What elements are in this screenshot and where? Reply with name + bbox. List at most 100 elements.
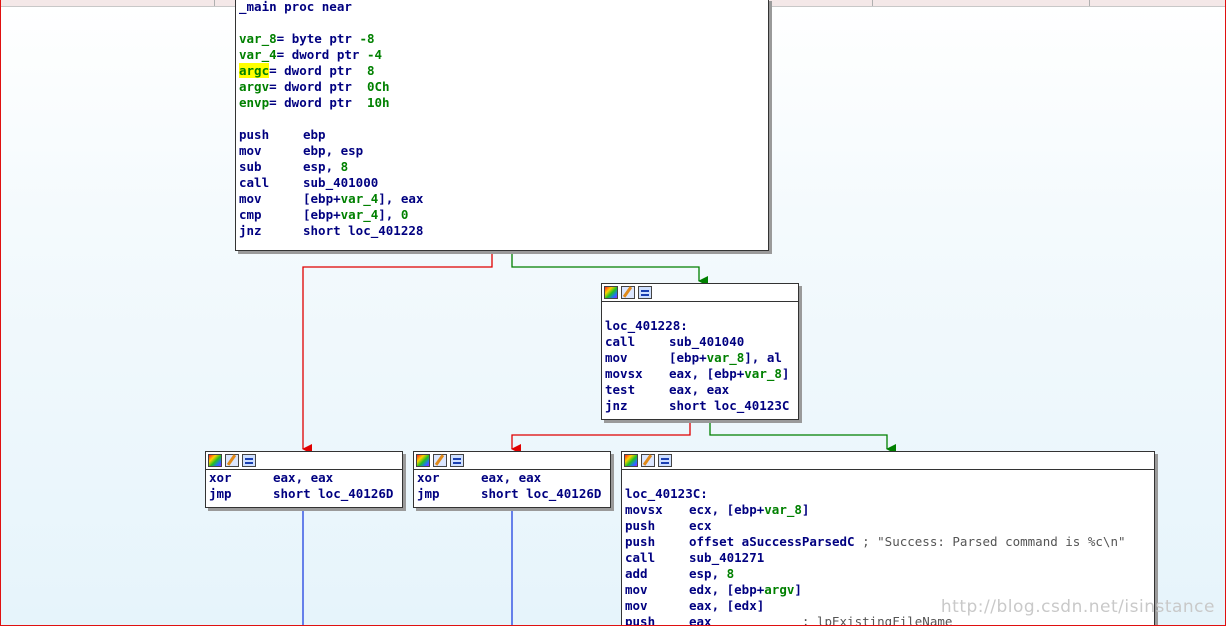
rename-icon[interactable] — [641, 454, 655, 467]
blank-line — [239, 15, 765, 31]
stack-var-offset: 10h — [366, 95, 390, 110]
code-line[interactable]: mov[ebp+var_4], eax — [239, 191, 765, 207]
instruction-operand: sub_401040 — [669, 334, 745, 349]
code-line[interactable]: loc_401228: — [605, 318, 795, 334]
stack-var-name[interactable]: argv — [239, 79, 270, 94]
code-label[interactable]: loc_401228: — [605, 318, 688, 333]
instruction-mnemonic: xor — [209, 470, 232, 485]
code-line[interactable]: argv= dword ptr 0Ch — [239, 79, 765, 95]
stack-var-name[interactable]: var_4 — [239, 47, 277, 62]
instruction-operand[interactable]: argv — [764, 582, 795, 597]
instruction-operand: 8 — [726, 566, 735, 581]
edge-main-to-fail — [302, 251, 493, 454]
stack-var-offset: 0Ch — [366, 79, 390, 94]
instruction-operand: offset aSuccessParsedC — [689, 534, 863, 549]
color-palette-icon[interactable] — [624, 454, 638, 467]
code-label[interactable]: _main proc near — [239, 0, 352, 14]
instruction-operand[interactable]: var_8 — [706, 350, 745, 365]
code-line[interactable]: loc_40123C: — [625, 486, 1151, 502]
group-nodes-icon[interactable] — [450, 454, 464, 467]
stack-var-name[interactable]: envp — [239, 95, 270, 110]
instruction-operand: esp, — [303, 159, 341, 174]
color-palette-icon[interactable] — [208, 454, 222, 467]
instruction-operand: ecx — [689, 518, 712, 533]
instruction-operand: sub_401000 — [303, 175, 379, 190]
code-line[interactable]: cmp[ebp+var_4], 0 — [239, 207, 765, 223]
instruction-mnemonic: mov — [239, 191, 262, 206]
group-nodes-icon[interactable] — [242, 454, 256, 467]
instruction-operand: ebp — [303, 127, 326, 142]
instruction-operand: short loc_40123C — [669, 398, 790, 413]
instruction-operand: eax — [689, 614, 802, 626]
code-line[interactable]: envp= dword ptr 10h — [239, 95, 765, 111]
stack-var-name[interactable]: argc — [239, 63, 270, 78]
instruction-mnemonic: mov — [605, 350, 628, 365]
code-line[interactable]: _main proc near — [239, 0, 765, 15]
stack-var-name[interactable]: var_8 — [239, 31, 277, 46]
instruction-operand[interactable]: var_4 — [340, 207, 379, 222]
code-label[interactable]: loc_40123C: — [625, 486, 708, 501]
instruction-operand[interactable]: var_4 — [340, 191, 379, 206]
instruction-operand: ecx, [ebp+ — [689, 502, 765, 517]
stack-var-offset: -8 — [359, 31, 375, 46]
instruction-operand: short loc_401228 — [303, 223, 424, 238]
blank-line — [625, 470, 1151, 486]
edge-main-to-401228 — [511, 251, 708, 286]
instruction-operand: ] — [781, 366, 790, 381]
rename-icon[interactable] — [621, 286, 635, 299]
edge-401228-to-fail — [511, 420, 691, 454]
instruction-operand[interactable]: var_8 — [744, 366, 782, 381]
stack-var-offset: 8 — [366, 63, 375, 78]
blank-line — [239, 111, 765, 127]
rename-icon[interactable] — [433, 454, 447, 467]
instruction-mnemonic: jnz — [605, 398, 628, 413]
instruction-operand[interactable]: var_8 — [764, 502, 802, 517]
rename-icon[interactable] — [225, 454, 239, 467]
group-nodes-icon[interactable] — [658, 454, 672, 467]
code-line[interactable]: var_8= byte ptr -8 — [239, 31, 765, 47]
stack-var-type: = dword ptr — [276, 47, 367, 62]
code-line[interactable]: var_4= dword ptr -4 — [239, 47, 765, 63]
instruction-comment: ; lpExistingFileName — [801, 614, 953, 626]
group-nodes-icon[interactable] — [638, 286, 652, 299]
instruction-mnemonic: add — [625, 566, 648, 581]
code-line[interactable]: mov[ebp+var_8], al — [605, 350, 795, 366]
instruction-comment: ; "Success: Parsed command is %c\n" — [862, 534, 1126, 549]
block-header — [622, 452, 1154, 470]
code-line[interactable]: push eax ; lpExistingFileName — [625, 614, 1151, 626]
instruction-mnemonic: sub — [239, 159, 262, 174]
color-palette-icon[interactable] — [416, 454, 430, 467]
instruction-mnemonic: push — [625, 614, 656, 626]
code-line[interactable]: argc= dword ptr 8 — [239, 63, 765, 79]
code-line[interactable]: jnz short loc_40123C — [605, 398, 795, 414]
color-palette-icon[interactable] — [604, 286, 618, 299]
